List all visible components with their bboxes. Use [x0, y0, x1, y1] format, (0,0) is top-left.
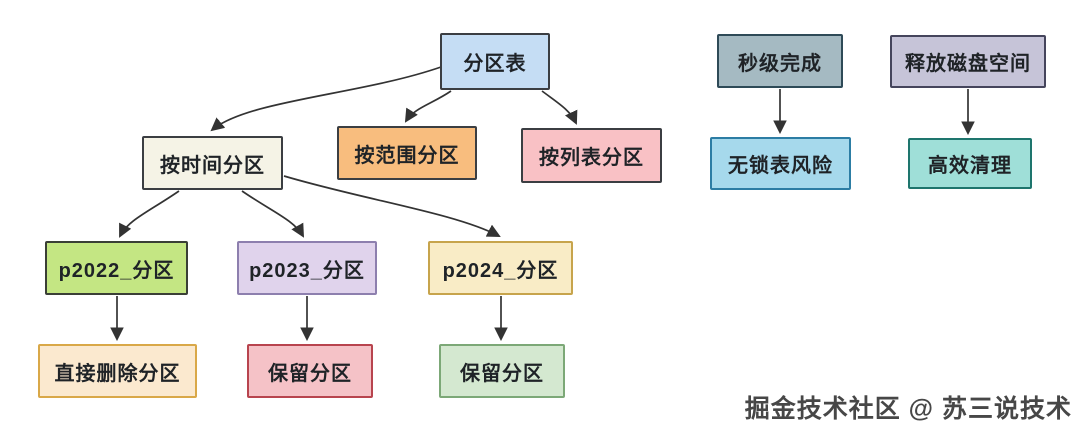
node-p2022-partition: p2022_分区	[45, 241, 188, 295]
node-keep-partition-2023: 保留分区	[247, 344, 373, 398]
node-delete-partition: 直接删除分区	[38, 344, 197, 398]
node-no-lock-risk: 无锁表风险	[710, 137, 851, 190]
node-keep-partition-2024: 保留分区	[439, 344, 565, 398]
edge-partition-to-list	[541, 90, 578, 125]
edge-time-to-p2024	[283, 175, 501, 237]
node-efficient-cleanup: 高效清理	[908, 138, 1032, 189]
node-free-disk-space: 释放磁盘空间	[890, 35, 1046, 88]
watermark: 掘金技术社区 @ 苏三说技术	[744, 395, 1072, 423]
node-partition-table: 分区表	[440, 33, 550, 90]
node-partition-by-list: 按列表分区	[521, 128, 662, 183]
node-p2023-partition: p2023_分区	[237, 241, 377, 295]
edge-time-to-p2023	[241, 190, 305, 238]
node-partition-by-range: 按范围分区	[337, 126, 477, 180]
node-p2024-partition: p2024_分区	[428, 241, 573, 295]
edge-partition-to-time	[210, 66, 442, 132]
node-seconds-done: 秒级完成	[717, 34, 843, 88]
edge-time-to-p2022	[119, 190, 180, 238]
edge-partition-to-range	[404, 90, 452, 123]
node-partition-by-time: 按时间分区	[142, 136, 283, 190]
